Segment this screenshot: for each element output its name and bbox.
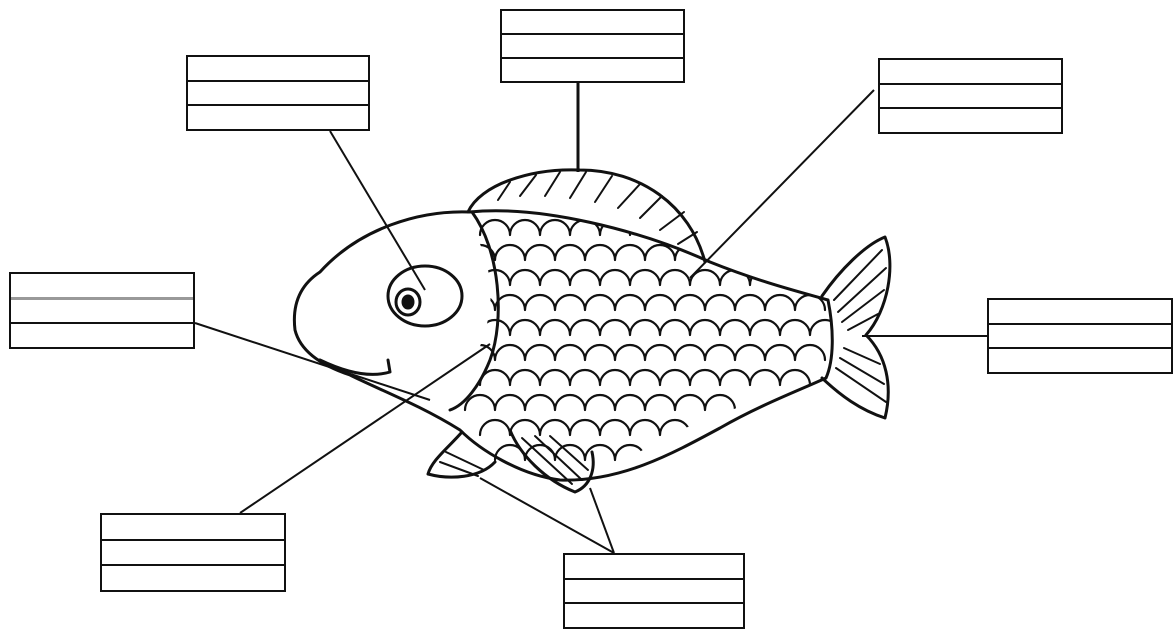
label-row (880, 109, 1061, 132)
label-box-top-right[interactable] (878, 58, 1063, 134)
label-row (188, 82, 368, 107)
label-box-bottom-right[interactable] (563, 553, 745, 629)
label-box-top-center[interactable] (500, 9, 685, 83)
label-row (11, 324, 193, 347)
label-row (502, 35, 683, 59)
pectoral-fin (428, 432, 495, 477)
eye (388, 266, 462, 326)
label-row (102, 541, 284, 567)
label-row (565, 580, 743, 605)
label-box-top-left[interactable] (186, 55, 370, 131)
label-row (188, 57, 368, 82)
leader-bottom-right-a (480, 478, 614, 553)
label-row (989, 325, 1171, 350)
label-row (188, 106, 368, 129)
leader-top-left (330, 131, 425, 290)
leader-bottom-left (240, 344, 490, 513)
label-row (880, 60, 1061, 85)
scales (465, 220, 840, 460)
label-row (989, 300, 1171, 325)
label-row (880, 85, 1061, 110)
label-row (565, 555, 743, 580)
label-row (989, 349, 1171, 372)
label-row (502, 59, 683, 81)
label-row (11, 300, 193, 325)
label-box-mid-left[interactable] (9, 272, 195, 349)
leader-top-right (690, 90, 874, 278)
label-row (565, 604, 743, 627)
label-box-mid-right[interactable] (987, 298, 1173, 374)
label-row (11, 274, 193, 300)
anal-fin (510, 430, 593, 492)
label-row (102, 515, 284, 541)
label-row (502, 11, 683, 35)
leader-bottom-right-b (590, 488, 614, 553)
leader-mid-left (195, 323, 430, 400)
label-box-bottom-left[interactable] (100, 513, 286, 592)
label-row (102, 566, 284, 590)
